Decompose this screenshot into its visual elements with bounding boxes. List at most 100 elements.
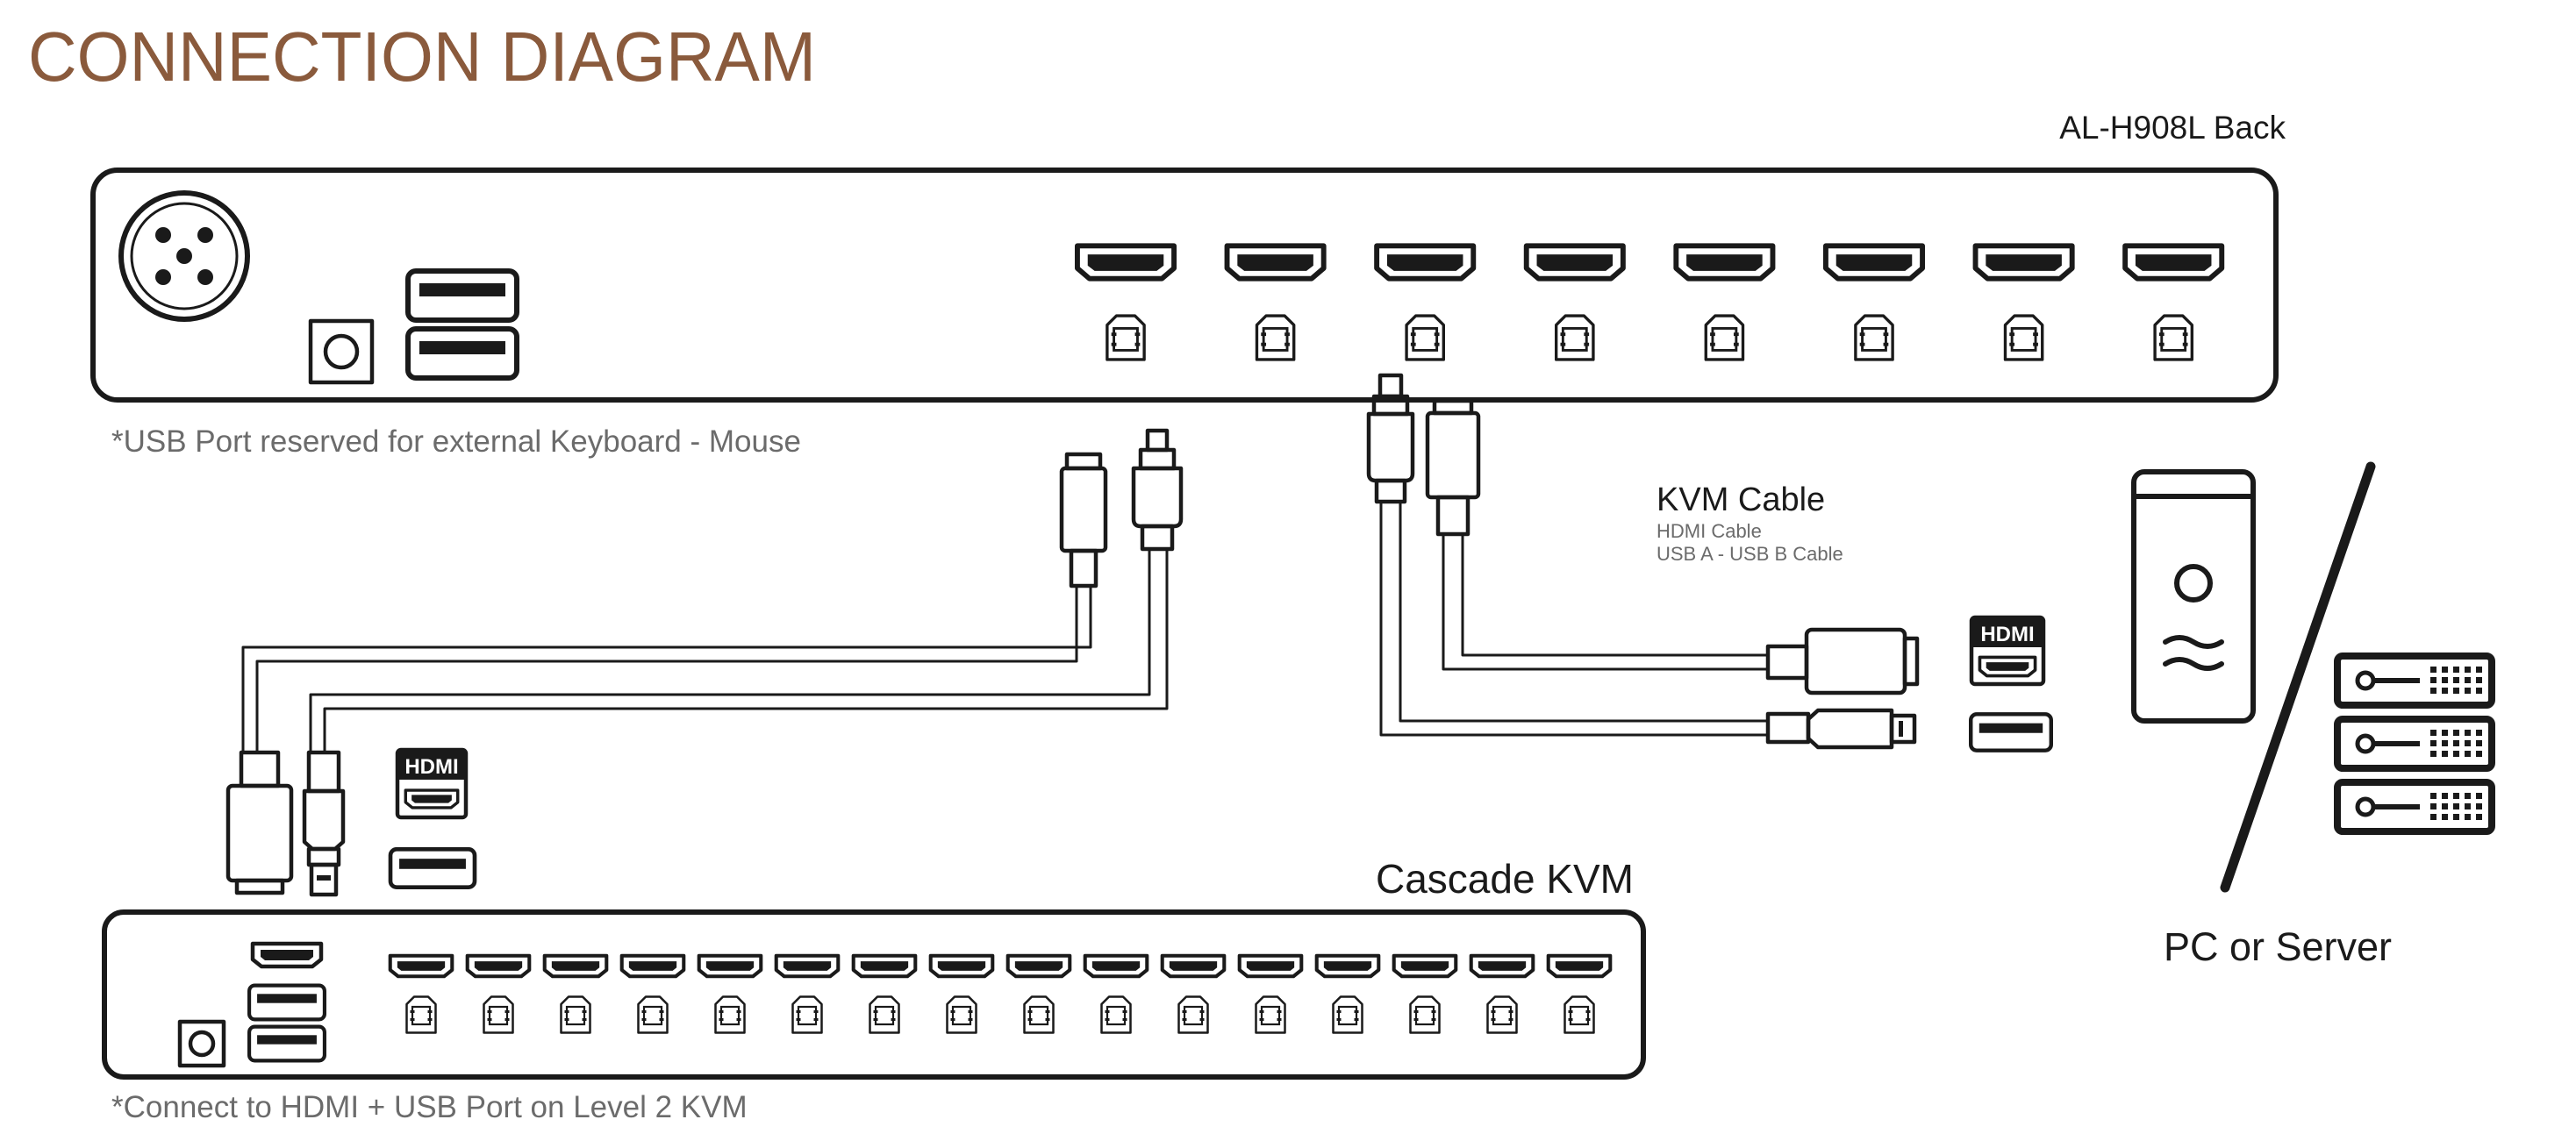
server-vent [2453, 688, 2459, 694]
usb-b-port [560, 995, 591, 1034]
server-vent [2465, 677, 2471, 683]
server-led [2355, 796, 2376, 817]
usb-b-port [1100, 995, 1132, 1034]
usb-b-port [405, 995, 437, 1034]
usb-a-port [408, 329, 517, 378]
server-vent [2465, 740, 2471, 746]
hdmi-port [1549, 956, 1611, 977]
server-vent [2453, 667, 2459, 673]
hdmi-port [1163, 956, 1225, 977]
server-led [2355, 670, 2376, 691]
usb-reserved-note: *USB Port reserved for external Keyboard… [111, 424, 801, 459]
hdmi-badge: HDMI [404, 755, 458, 779]
usb-b-port [1255, 995, 1286, 1034]
hdmi-port [931, 956, 993, 977]
hdmi-port [1077, 246, 1174, 278]
kvm-cable-to-pc [1366, 373, 1920, 750]
hdmi-port [2125, 246, 2222, 278]
server-vent [2465, 751, 2471, 757]
usb-b-port [1255, 314, 1296, 361]
hdmi-badge: HDMI [1980, 623, 2034, 646]
server-vent [2476, 688, 2482, 694]
hdmi-port [1377, 246, 1473, 278]
server-vent [2465, 730, 2471, 736]
main-kvm-back-panel: AL-H908L Back [90, 110, 2286, 403]
usb-b-port [1023, 995, 1055, 1034]
hdmi-port [622, 956, 684, 977]
usb-a-port [408, 271, 517, 320]
server-vent [2476, 814, 2482, 820]
cascade-hdmi-usb-ports: HDMI [390, 747, 475, 888]
hdmi-port [1394, 956, 1456, 977]
server-unit [2334, 716, 2495, 772]
server-vent [2442, 793, 2448, 799]
usb-a-port [1971, 714, 2051, 750]
server-vent [2453, 793, 2459, 799]
server-vent [2476, 793, 2482, 799]
server-vent [2476, 730, 2482, 736]
usb-b-port [946, 995, 977, 1034]
usb-b-port [1486, 995, 1518, 1034]
usb-a-port [390, 849, 475, 887]
hdmi-port [1976, 246, 2072, 278]
usb-b-port [1332, 995, 1363, 1034]
server-vent [2476, 740, 2482, 746]
divider-slash [2220, 461, 2376, 893]
usb-b-port [1554, 314, 1595, 361]
main-usb-b-ports [1106, 314, 2194, 361]
hdmi-port [854, 956, 916, 977]
server-vent [2465, 688, 2471, 694]
hdmi-port [776, 956, 839, 977]
server-vent [2430, 803, 2436, 809]
server-vent [2442, 751, 2448, 757]
server-vent [2465, 667, 2471, 673]
kvm-cable-title: KVM Cable [1657, 481, 1825, 518]
hdmi-port [1317, 956, 1379, 977]
server-vent [2430, 751, 2436, 757]
server-unit [2334, 653, 2495, 709]
server-vent [2465, 793, 2471, 799]
main-hdmi-ports [1077, 246, 2222, 278]
server-vent [2453, 730, 2459, 736]
server-led [2355, 733, 2376, 754]
usb-b-port [714, 995, 746, 1034]
server-vent [2465, 803, 2471, 809]
server-unit [2334, 779, 2495, 835]
hdmi-port [1227, 246, 1324, 278]
power-din-connector [118, 190, 250, 322]
hdmi-port [1676, 246, 1772, 278]
server-vent [2442, 730, 2448, 736]
server-vent [2442, 814, 2448, 820]
power-button [308, 318, 375, 385]
pc-hdmi-usb-ports: HDMI [1971, 615, 2051, 751]
server-vent [2430, 688, 2436, 694]
usb-b-port [2003, 314, 2044, 361]
server-vent [2430, 814, 2436, 820]
server-rack-icon [2334, 653, 2495, 835]
hdmi-port [468, 956, 530, 977]
cascade-cable [225, 428, 1184, 897]
server-vent [2453, 740, 2459, 746]
cascade-connect-note: *Connect to HDMI + USB Port on Level 2 K… [111, 1090, 748, 1124]
kvm-cable-usb-line: USB A - USB B Cable [1657, 543, 1843, 565]
cascade-hdmi-port [253, 944, 321, 966]
cascade-power-button [177, 1019, 226, 1068]
hdmi-port [699, 956, 762, 977]
kvm-cable-hdmi-line: HDMI Cable [1657, 520, 1762, 542]
cascade-hdmi-ports [390, 956, 1611, 977]
server-vent [2453, 814, 2459, 820]
usb-b-port [1563, 995, 1595, 1034]
usb-b-port [483, 995, 514, 1034]
cascade-usb-b-ports [405, 995, 1595, 1034]
server-vent [2453, 803, 2459, 809]
server-vent [2476, 667, 2482, 673]
server-vent [2442, 740, 2448, 746]
kvm-cable-legend: KVM Cable HDMI Cable USB A - USB B Cable [1657, 481, 1843, 565]
server-vent [2430, 667, 2436, 673]
pc-or-server-label: PC or Server [2164, 924, 2392, 969]
hdmi-port [1008, 956, 1070, 977]
usb-b-port [1177, 995, 1209, 1034]
server-vent [2442, 688, 2448, 694]
hdmi-port [1826, 246, 1922, 278]
